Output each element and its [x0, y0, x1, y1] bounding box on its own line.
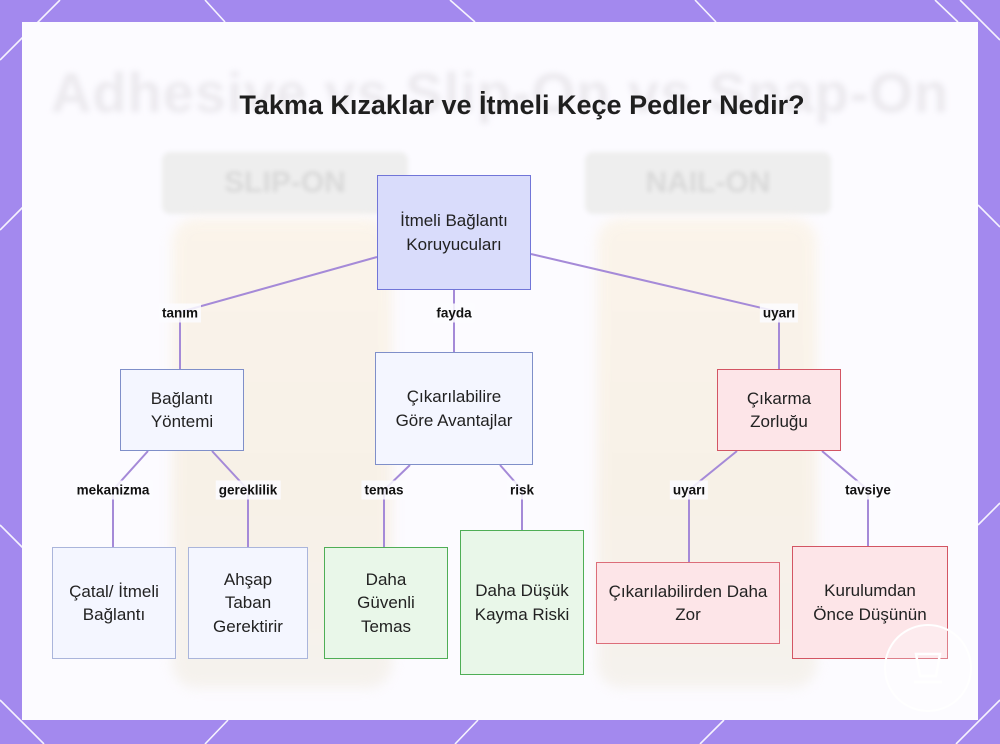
cup-logo-icon: [884, 624, 972, 712]
edge-root-connection: [180, 257, 377, 369]
node-lower-slip: Daha Düşük Kayma Riski: [460, 530, 584, 675]
node-connection-method: Bağlantı Yöntemi: [120, 369, 244, 451]
edge-root-removal: [531, 254, 779, 369]
edge-label-warning-top: uyarı: [760, 304, 798, 323]
node-safer-contact: Daha Güvenli Temas: [324, 547, 448, 659]
node-harder-remove: Çıkarılabilirden Daha Zor: [596, 562, 780, 644]
node-advantages: Çıkarılabilire Göre Avantajlar: [375, 352, 533, 465]
edge-label-requirement: gereklilik: [216, 481, 281, 500]
node-root: İtmeli Bağlantı Koruyucuları: [377, 175, 531, 290]
node-wood-base: Ahşap Taban Gerektirir: [188, 547, 308, 659]
edge-removal-harder: [689, 451, 737, 562]
edge-label-mechanism: mekanizma: [74, 481, 153, 500]
edge-label-risk: risk: [507, 481, 537, 500]
edge-advantages-safer: [384, 465, 410, 547]
node-removal-difficulty: Çıkarma Zorluğu: [717, 369, 841, 451]
edge-label-warning-bottom: uyarı: [670, 481, 708, 500]
edge-label-benefit: fayda: [433, 304, 474, 323]
diagram-panel: Adhesive vs Slip-On vs Snap-On SLIP-ON N…: [22, 22, 978, 720]
edge-label-contact: temas: [361, 481, 406, 500]
edge-label-definition: tanım: [159, 304, 201, 323]
edge-label-advice: tavsiye: [842, 481, 894, 500]
node-fork-push: Çatal/ İtmeli Bağlantı: [52, 547, 176, 659]
